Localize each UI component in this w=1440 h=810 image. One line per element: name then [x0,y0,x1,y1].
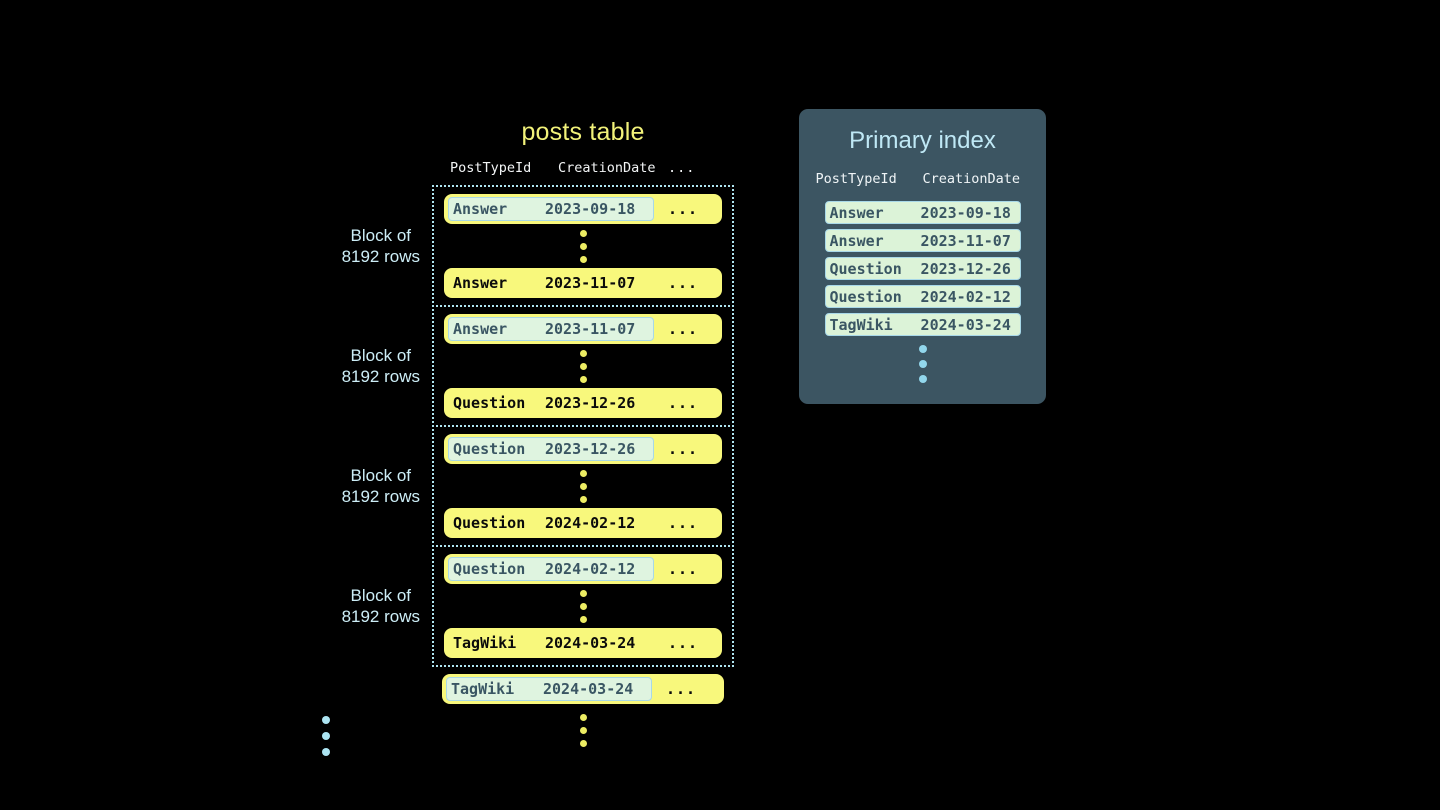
table-block: Block of 8192 rows Answer 2023-11-07 ...… [342,305,734,427]
column-header-creationdate: CreationDate [558,160,656,176]
index-cell-creationdate: 2023-12-26 [920,259,1011,278]
block-label: Block of 8192 rows [342,465,420,507]
cell-posttypeid: Question [453,440,526,458]
row-highlight-box: Answer 2023-11-07 [448,317,654,341]
row-highlight-box: Question 2024-02-12 [448,557,654,581]
cell-creationdate: 2023-11-07 [545,320,636,338]
vertical-ellipsis-icon [434,224,732,268]
row-highlight-box: Question 2023-12-26 [448,437,654,461]
cell-creationdate: 2024-03-24 [543,680,634,698]
cell-more: ... [668,394,699,412]
index-cell-posttypeid: Question [829,259,902,278]
cell-posttypeid: Question [453,514,526,532]
index-cell-posttypeid: Answer [829,231,884,250]
table-row[interactable]: Question 2023-12-26 ... [444,388,722,418]
row-content: Answer 2023-11-07 [448,271,654,295]
vertical-ellipsis-icon [432,704,734,756]
index-cell-creationdate: 2023-11-07 [920,231,1011,250]
table-row[interactable]: Answer 2023-11-07 ... [444,268,722,298]
cell-creationdate: 2023-12-26 [545,394,636,412]
cell-creationdate: 2024-02-12 [545,514,636,532]
cell-more: ... [666,680,697,698]
row-content: Question 2023-12-26 [448,391,654,415]
table-block: Block of 8192 rows Answer 2023-09-18 ...… [342,185,734,307]
cell-more: ... [668,440,699,458]
cell-more: ... [668,200,699,218]
index-cell-posttypeid: Answer [829,203,884,222]
primary-index-panel: Primary index PostTypeId CreationDate An… [799,109,1046,404]
index-column-header-creationdate: CreationDate [922,171,1021,187]
row-highlight-box: Answer 2023-09-18 [448,197,654,221]
cell-posttypeid: Answer [453,274,508,292]
table-row[interactable]: Question 2024-02-12 ... [444,508,722,538]
cell-creationdate: 2023-11-07 [545,274,636,292]
primary-index-title: Primary index [849,127,996,154]
table-row[interactable]: Question 2023-12-26 ... [444,434,722,464]
index-row[interactable]: TagWiki 2024-03-24 [824,313,1021,336]
block-label-line2: 8192 rows [341,247,420,266]
cell-posttypeid: Answer [453,320,508,338]
block-label-line1: Block of [350,346,412,365]
table-block: Block of 8192 rows Question 2023-12-26 .… [342,425,734,547]
table-block: Block of 8192 rows Question 2024-02-12 .… [342,545,734,667]
index-vertical-ellipsis-icon [799,345,1046,383]
block-label-line2: 8192 rows [341,607,420,626]
table-row[interactable]: Question 2024-02-12 ... [444,554,722,584]
cell-creationdate: 2023-12-26 [545,440,636,458]
vertical-ellipsis-icon [434,344,732,388]
cell-posttypeid: Question [453,560,526,578]
row-content: Question 2024-02-12 [448,511,654,535]
column-header-more: ... [668,160,696,176]
cell-posttypeid: TagWiki [453,634,517,652]
cell-more: ... [668,634,699,652]
index-cell-creationdate: 2023-09-18 [920,203,1011,222]
block-label-line2: 8192 rows [341,367,420,386]
index-row[interactable]: Answer 2023-09-18 [824,201,1021,224]
index-row[interactable]: Question 2023-12-26 [824,257,1021,280]
row-content: TagWiki 2024-03-24 [448,631,654,655]
more-blocks-ellipsis-icon [322,716,330,756]
block-label: Block of 8192 rows [342,345,420,387]
block-label: Block of 8192 rows [342,585,420,627]
primary-index-column-headers: PostTypeId CreationDate [799,171,1046,187]
cell-more: ... [668,514,699,532]
primary-index-rows: Answer 2023-09-18 Answer 2023-11-07 Ques… [799,201,1046,336]
table-row[interactable]: Answer 2023-09-18 ... [444,194,722,224]
table-row[interactable]: TagWiki 2024-03-24 ... [442,674,724,704]
vertical-ellipsis-icon [434,584,732,628]
block-label-line1: Block of [350,226,412,245]
vertical-ellipsis-icon [434,464,732,508]
posts-table-section: posts table PostTypeId CreationDate ... … [322,118,734,756]
posts-table-blocks: Block of 8192 rows Answer 2023-09-18 ...… [342,185,734,667]
cell-posttypeid: TagWiki [451,680,515,698]
cell-posttypeid: Question [453,394,526,412]
cell-more: ... [668,274,699,292]
block-label: Block of 8192 rows [342,225,420,267]
block-label-line1: Block of [350,466,412,485]
table-row[interactable]: Answer 2023-11-07 ... [444,314,722,344]
posts-table-column-headers: PostTypeId CreationDate ... [432,160,734,180]
index-row[interactable]: Answer 2023-11-07 [824,229,1021,252]
index-column-header-posttypeid: PostTypeId [815,171,897,187]
block-label-line2: 8192 rows [341,487,420,506]
column-header-posttypeid: PostTypeId [450,160,532,176]
index-cell-creationdate: 2024-02-12 [920,287,1011,306]
index-cell-creationdate: 2024-03-24 [920,315,1011,334]
table-row[interactable]: TagWiki 2024-03-24 ... [444,628,722,658]
index-cell-posttypeid: TagWiki [829,315,893,334]
row-highlight-box: TagWiki 2024-03-24 [446,677,652,701]
cell-creationdate: 2024-03-24 [545,634,636,652]
cell-posttypeid: Answer [453,200,508,218]
index-cell-posttypeid: Question [829,287,902,306]
index-row[interactable]: Question 2024-02-12 [824,285,1021,308]
posts-table-title: posts table [521,118,645,146]
posts-table-tail: TagWiki 2024-03-24 ... [322,674,734,756]
cell-creationdate: 2023-09-18 [545,200,636,218]
block-label-line1: Block of [350,586,412,605]
cell-more: ... [668,560,699,578]
cell-more: ... [668,320,699,338]
cell-creationdate: 2024-02-12 [545,560,636,578]
